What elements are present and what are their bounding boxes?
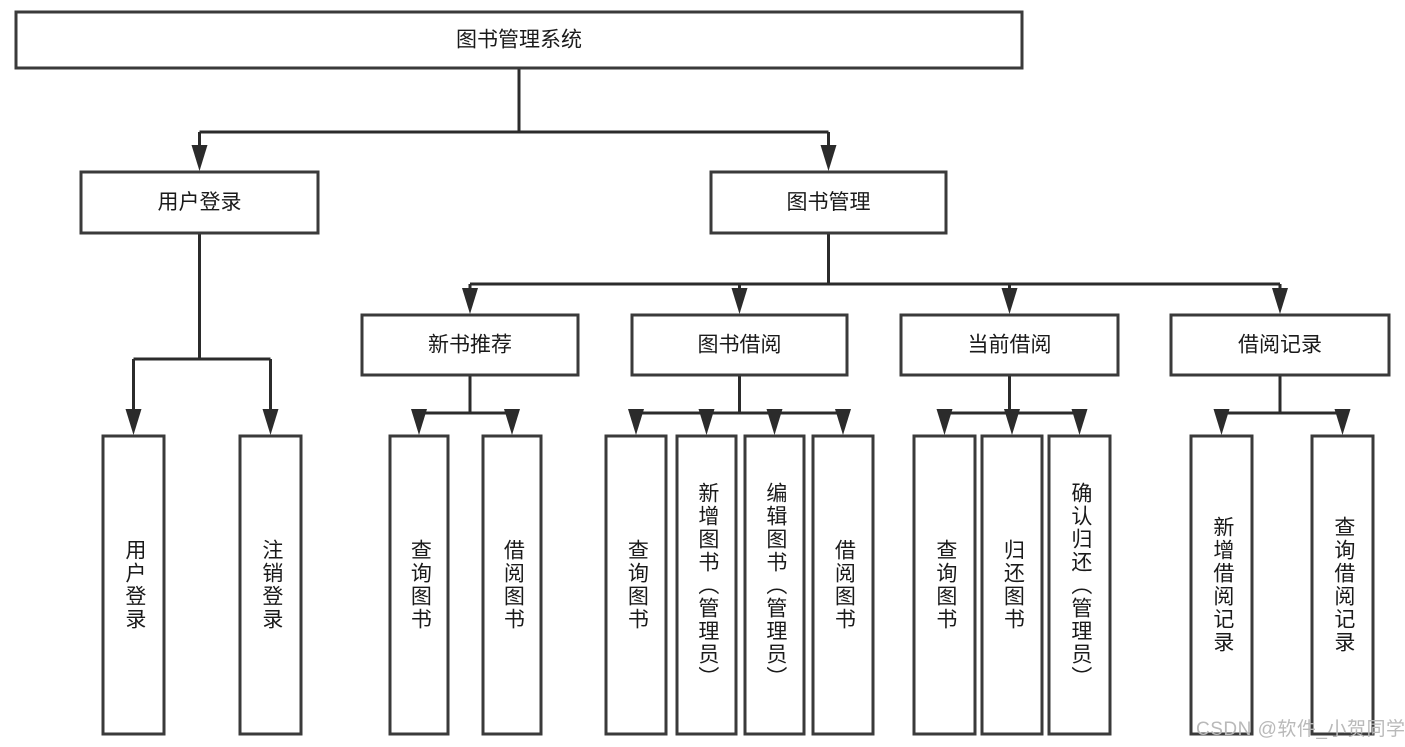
node-box-leaf-add-book[interactable] xyxy=(675,434,738,736)
node-user-login[interactable]: 用户登录 xyxy=(79,170,320,235)
edge-group-book-management xyxy=(462,233,1288,314)
node-label-new-book-recommend: 新书推荐 xyxy=(428,334,512,357)
node-box-borrow-record[interactable] xyxy=(1169,313,1391,377)
node-box-leaf-query-book-1[interactable] xyxy=(388,434,450,736)
node-label-root: 图书管理系统 xyxy=(456,29,582,52)
edge-group-new-book-recommend xyxy=(411,375,520,435)
edge-group-user-login xyxy=(125,233,279,435)
node-box-leaf-borrow-book-1[interactable] xyxy=(481,434,543,736)
node-box-current-borrow[interactable] xyxy=(899,313,1120,377)
edge-group-borrow-record xyxy=(1213,375,1351,435)
node-leaf-query-book-2[interactable] xyxy=(604,434,668,736)
node-box-new-book-recommend[interactable] xyxy=(360,313,580,377)
node-box-root[interactable] xyxy=(14,10,1024,70)
node-box-leaf-query-book-2[interactable] xyxy=(604,434,668,736)
node-leaf-add-book[interactable] xyxy=(675,434,738,736)
node-leaf-add-record[interactable] xyxy=(1189,434,1254,736)
node-current-borrow[interactable]: 当前借阅 xyxy=(899,313,1120,377)
node-box-leaf-user-login[interactable] xyxy=(101,434,166,736)
node-new-book-recommend[interactable]: 新书推荐 xyxy=(360,313,580,377)
node-leaf-borrow-book-2[interactable] xyxy=(811,434,875,736)
edge-group-root xyxy=(191,68,837,171)
node-box-leaf-confirm-return[interactable] xyxy=(1047,434,1112,736)
node-book-borrow[interactable]: 图书借阅 xyxy=(630,313,849,377)
node-label-borrow-record: 借阅记录 xyxy=(1238,334,1322,357)
node-box-leaf-borrow-book-2[interactable] xyxy=(811,434,875,736)
edge-group-book-borrow xyxy=(628,375,851,435)
node-box-leaf-add-record[interactable] xyxy=(1189,434,1254,736)
node-box-leaf-return-book[interactable] xyxy=(980,434,1044,736)
edge-layer xyxy=(125,68,1351,435)
node-leaf-borrow-book-1[interactable] xyxy=(481,434,543,736)
node-box-leaf-query-record[interactable] xyxy=(1310,434,1375,736)
watermark: CSDN @软件_小贺同学 xyxy=(1196,719,1405,740)
node-box-user-login[interactable] xyxy=(79,170,320,235)
node-book-management[interactable]: 图书管理 xyxy=(709,170,948,235)
node-label-book-borrow: 图书借阅 xyxy=(698,334,782,357)
edge-group-current-borrow xyxy=(936,375,1088,435)
node-box-book-management[interactable] xyxy=(709,170,948,235)
node-label-current-borrow: 当前借阅 xyxy=(968,334,1052,357)
node-leaf-query-book-3[interactable] xyxy=(912,434,977,736)
node-root[interactable]: 图书管理系统 xyxy=(14,10,1024,70)
node-box-leaf-edit-book[interactable] xyxy=(743,434,806,736)
node-label-book-management: 图书管理 xyxy=(787,191,871,214)
node-leaf-query-record[interactable] xyxy=(1310,434,1375,736)
node-leaf-logout[interactable] xyxy=(238,434,303,736)
node-leaf-query-book-1[interactable] xyxy=(388,434,450,736)
node-borrow-record[interactable]: 借阅记录 xyxy=(1169,313,1391,377)
node-box-leaf-logout[interactable] xyxy=(238,434,303,736)
node-leaf-user-login[interactable] xyxy=(101,434,166,736)
node-box-leaf-query-book-3[interactable] xyxy=(912,434,977,736)
node-leaf-edit-book[interactable] xyxy=(743,434,806,736)
node-box-book-borrow[interactable] xyxy=(630,313,849,377)
node-label-user-login: 用户登录 xyxy=(158,191,242,214)
node-leaf-confirm-return[interactable] xyxy=(1047,434,1112,736)
node-leaf-return-book[interactable] xyxy=(980,434,1044,736)
